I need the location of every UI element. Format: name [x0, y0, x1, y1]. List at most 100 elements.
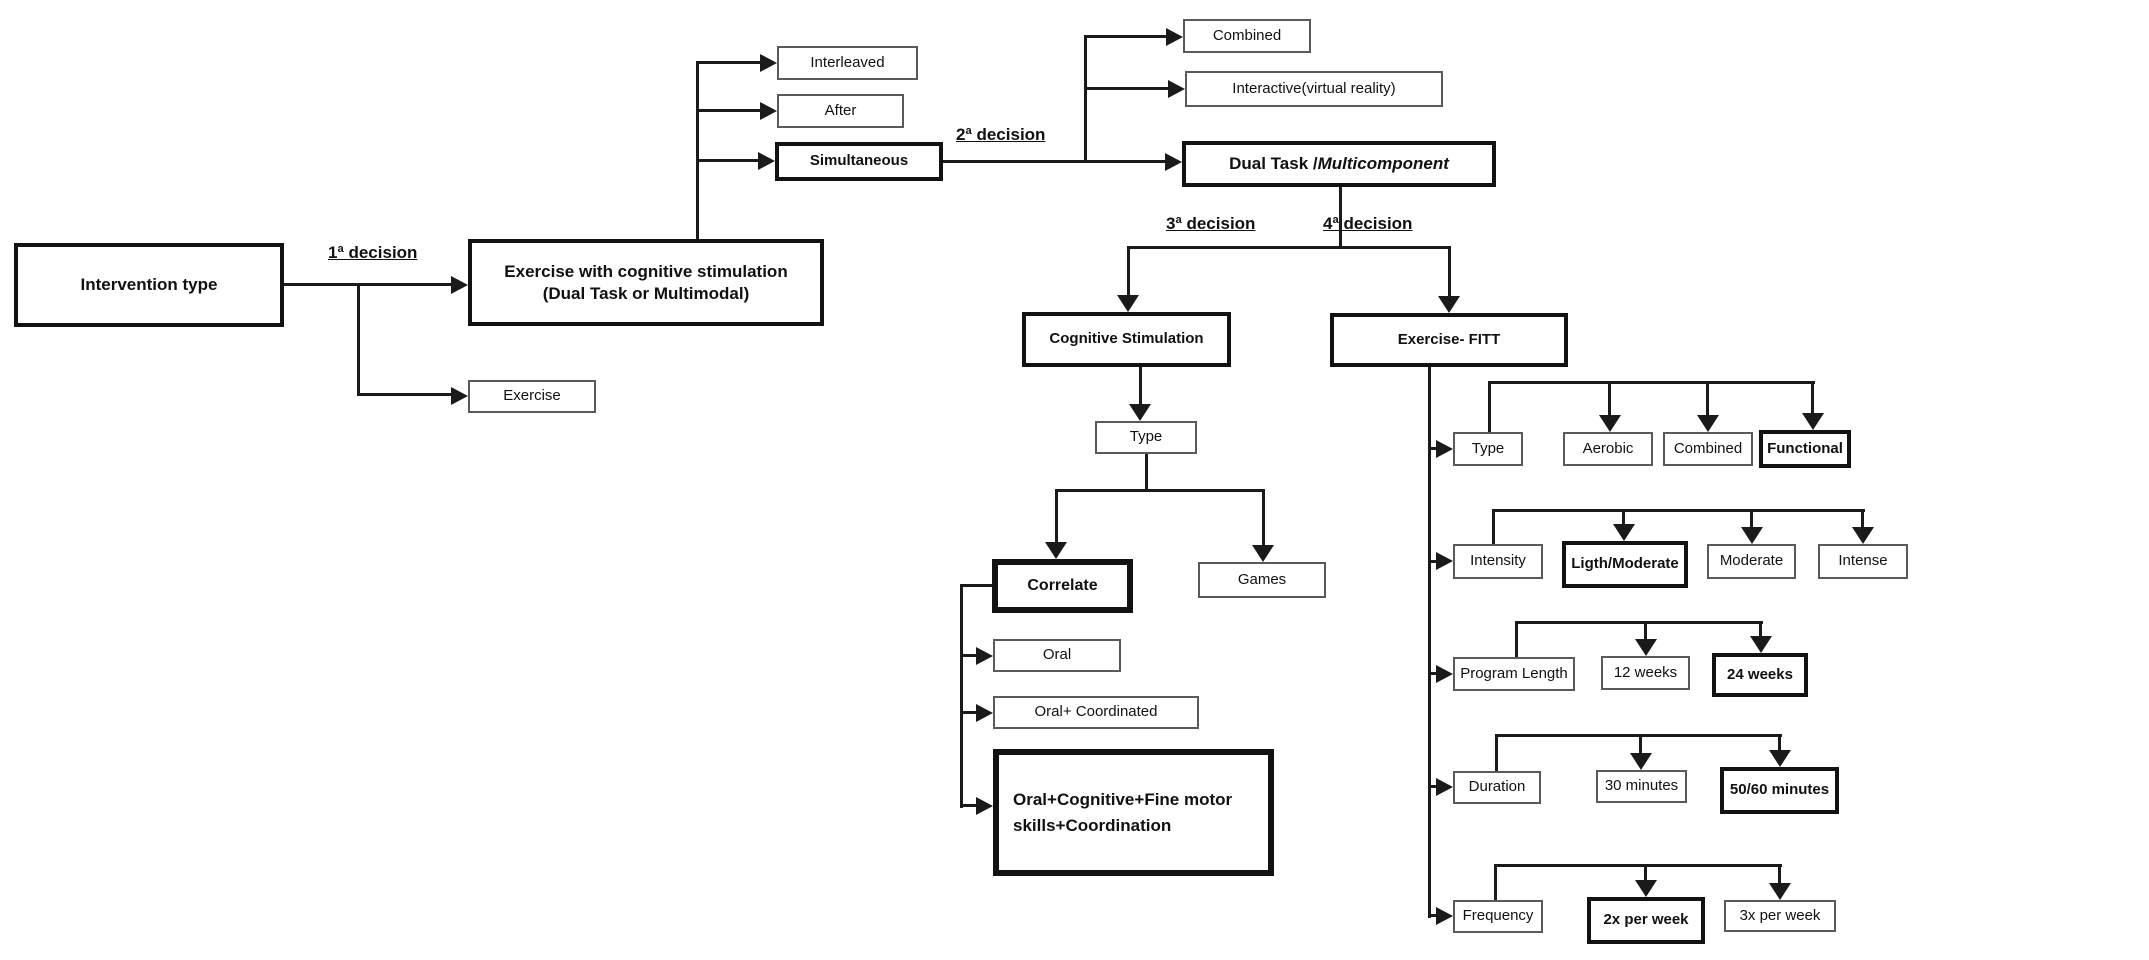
node-label: Aerobic: [1582, 439, 1634, 457]
arrowhead-down-icon: [1769, 750, 1791, 767]
connector-line: [1339, 187, 1342, 249]
node-fitt_type: Type: [1453, 432, 1523, 466]
node-label: Intensity: [1470, 552, 1526, 570]
connector-line: [1127, 246, 1451, 249]
node-interactive_vr: Interactive(virtual reality): [1185, 71, 1443, 107]
node-frequency: Frequency: [1453, 900, 1543, 933]
arrowhead-down-icon: [1635, 639, 1657, 656]
node-program_length: Program Length: [1453, 657, 1575, 691]
node-label: Exercise with cognitive stimulation (Dua…: [504, 262, 788, 303]
connector-line: [696, 159, 762, 162]
node-oral: Oral: [993, 639, 1121, 672]
node-fitt_combined: Combined: [1663, 432, 1753, 466]
node-label: Type: [1471, 439, 1505, 457]
node-label: Oral: [1042, 646, 1072, 664]
connector-line: [962, 584, 994, 587]
connector-line: [1495, 734, 1782, 737]
node-exercise_cognitive: Exercise with cognitive stimulation (Dua…: [468, 239, 824, 326]
arrowhead-down-icon: [1630, 753, 1652, 770]
connector-line: [696, 61, 762, 64]
node-dual_task: Dual Task / Multicomponent: [1182, 141, 1496, 187]
node-label: Moderate: [1719, 552, 1784, 570]
connector-line: [1492, 509, 1865, 512]
connector-line: [1488, 381, 1491, 432]
arrowhead-right-icon: [758, 152, 775, 170]
node-label: Intense: [1838, 552, 1888, 570]
connector-line: [1084, 87, 1171, 90]
node-per_week_3x: 3x per week: [1724, 900, 1836, 932]
connector-line: [1494, 864, 1497, 900]
arrowhead-down-icon: [1129, 404, 1151, 421]
node-label: 3x per week: [1739, 906, 1821, 924]
connector-line: [1084, 35, 1169, 38]
node-label: 30 minutes: [1604, 777, 1679, 795]
arrowhead-right-icon: [1436, 552, 1453, 570]
node-label: 12 weeks: [1613, 663, 1678, 681]
node-functional: Functional: [1759, 430, 1851, 468]
connector-line: [1750, 509, 1753, 529]
node-weeks_24: 24 weeks: [1712, 653, 1808, 697]
node-label: Type: [1129, 428, 1163, 446]
node-minutes_30: 30 minutes: [1596, 770, 1687, 803]
node-label: Duration: [1468, 778, 1526, 796]
connector-line: [960, 711, 980, 714]
node-exercise_fitt: Exercise- FITT: [1330, 313, 1568, 367]
connector-line: [1515, 621, 1763, 624]
connector-line: [1778, 734, 1781, 752]
connector-line: [1706, 381, 1709, 417]
connector-line: [1492, 509, 1495, 544]
arrowhead-right-icon: [760, 102, 777, 120]
connector-line: [960, 804, 980, 807]
decision-label-d3: 3ª decision: [1166, 214, 1256, 233]
node-label: Cognitive Stimulation: [1049, 330, 1204, 348]
arrowhead-right-icon: [1436, 907, 1453, 925]
node-minutes_50_60: 50/60 minutes: [1720, 767, 1839, 814]
connector-line: [1428, 914, 1440, 917]
node-oral_coordinated: Oral+ Coordinated: [993, 696, 1199, 729]
arrowhead-down-icon: [1802, 413, 1824, 430]
node-label: Games: [1237, 570, 1287, 588]
arrowhead-down-icon: [1613, 524, 1635, 541]
arrowhead-right-icon: [976, 647, 993, 665]
node-label: Oral+ Coordinated: [1034, 703, 1158, 721]
connector-line: [1055, 489, 1265, 492]
node-label: Program Length: [1460, 664, 1568, 682]
node-label: Intervention type: [80, 275, 218, 295]
node-label: Correlate: [1027, 577, 1098, 594]
node-per_week_2x: 2x per week: [1587, 897, 1705, 944]
connector-line: [1084, 35, 1087, 163]
node-label: Ligth/Moderate: [1571, 555, 1679, 573]
node-label: Combined: [1673, 439, 1743, 457]
arrowhead-down-icon: [1635, 880, 1657, 897]
arrowhead-down-icon: [1852, 527, 1874, 544]
node-intensity: Intensity: [1453, 544, 1543, 579]
node-oral_cognitive: Oral+Cognitive+Fine motor skills+Coordin…: [993, 749, 1274, 876]
arrowhead-right-icon: [976, 797, 993, 815]
arrowhead-down-icon: [1252, 545, 1274, 562]
node-after: After: [777, 94, 904, 128]
connector-line: [284, 283, 454, 286]
connector-line: [696, 109, 762, 112]
connector-line: [1139, 367, 1142, 407]
node-label: Simultaneous: [809, 152, 909, 170]
decision-label-d4: 4ª decision: [1323, 214, 1413, 233]
node-label: Interleaved: [810, 53, 885, 71]
node-label: Functional: [1767, 439, 1843, 457]
arrowhead-right-icon: [1436, 665, 1453, 683]
arrowhead-down-icon: [1741, 527, 1763, 544]
node-weeks_12: 12 weeks: [1601, 656, 1690, 690]
node-label-italic: Multicomponent: [1317, 154, 1449, 174]
connector-line: [1494, 864, 1782, 867]
arrowhead-right-icon: [451, 387, 468, 405]
arrowhead-down-icon: [1750, 636, 1772, 653]
node-label: 2x per week: [1603, 911, 1689, 929]
arrowhead-right-icon: [1165, 153, 1182, 171]
node-games: Games: [1198, 562, 1326, 598]
connector-line: [1127, 246, 1130, 298]
node-combined_time: Combined: [1183, 19, 1311, 53]
arrowhead-right-icon: [1436, 778, 1453, 796]
connector-line: [1262, 489, 1265, 548]
connector-line: [1495, 734, 1498, 771]
node-exercise: Exercise: [468, 380, 596, 413]
